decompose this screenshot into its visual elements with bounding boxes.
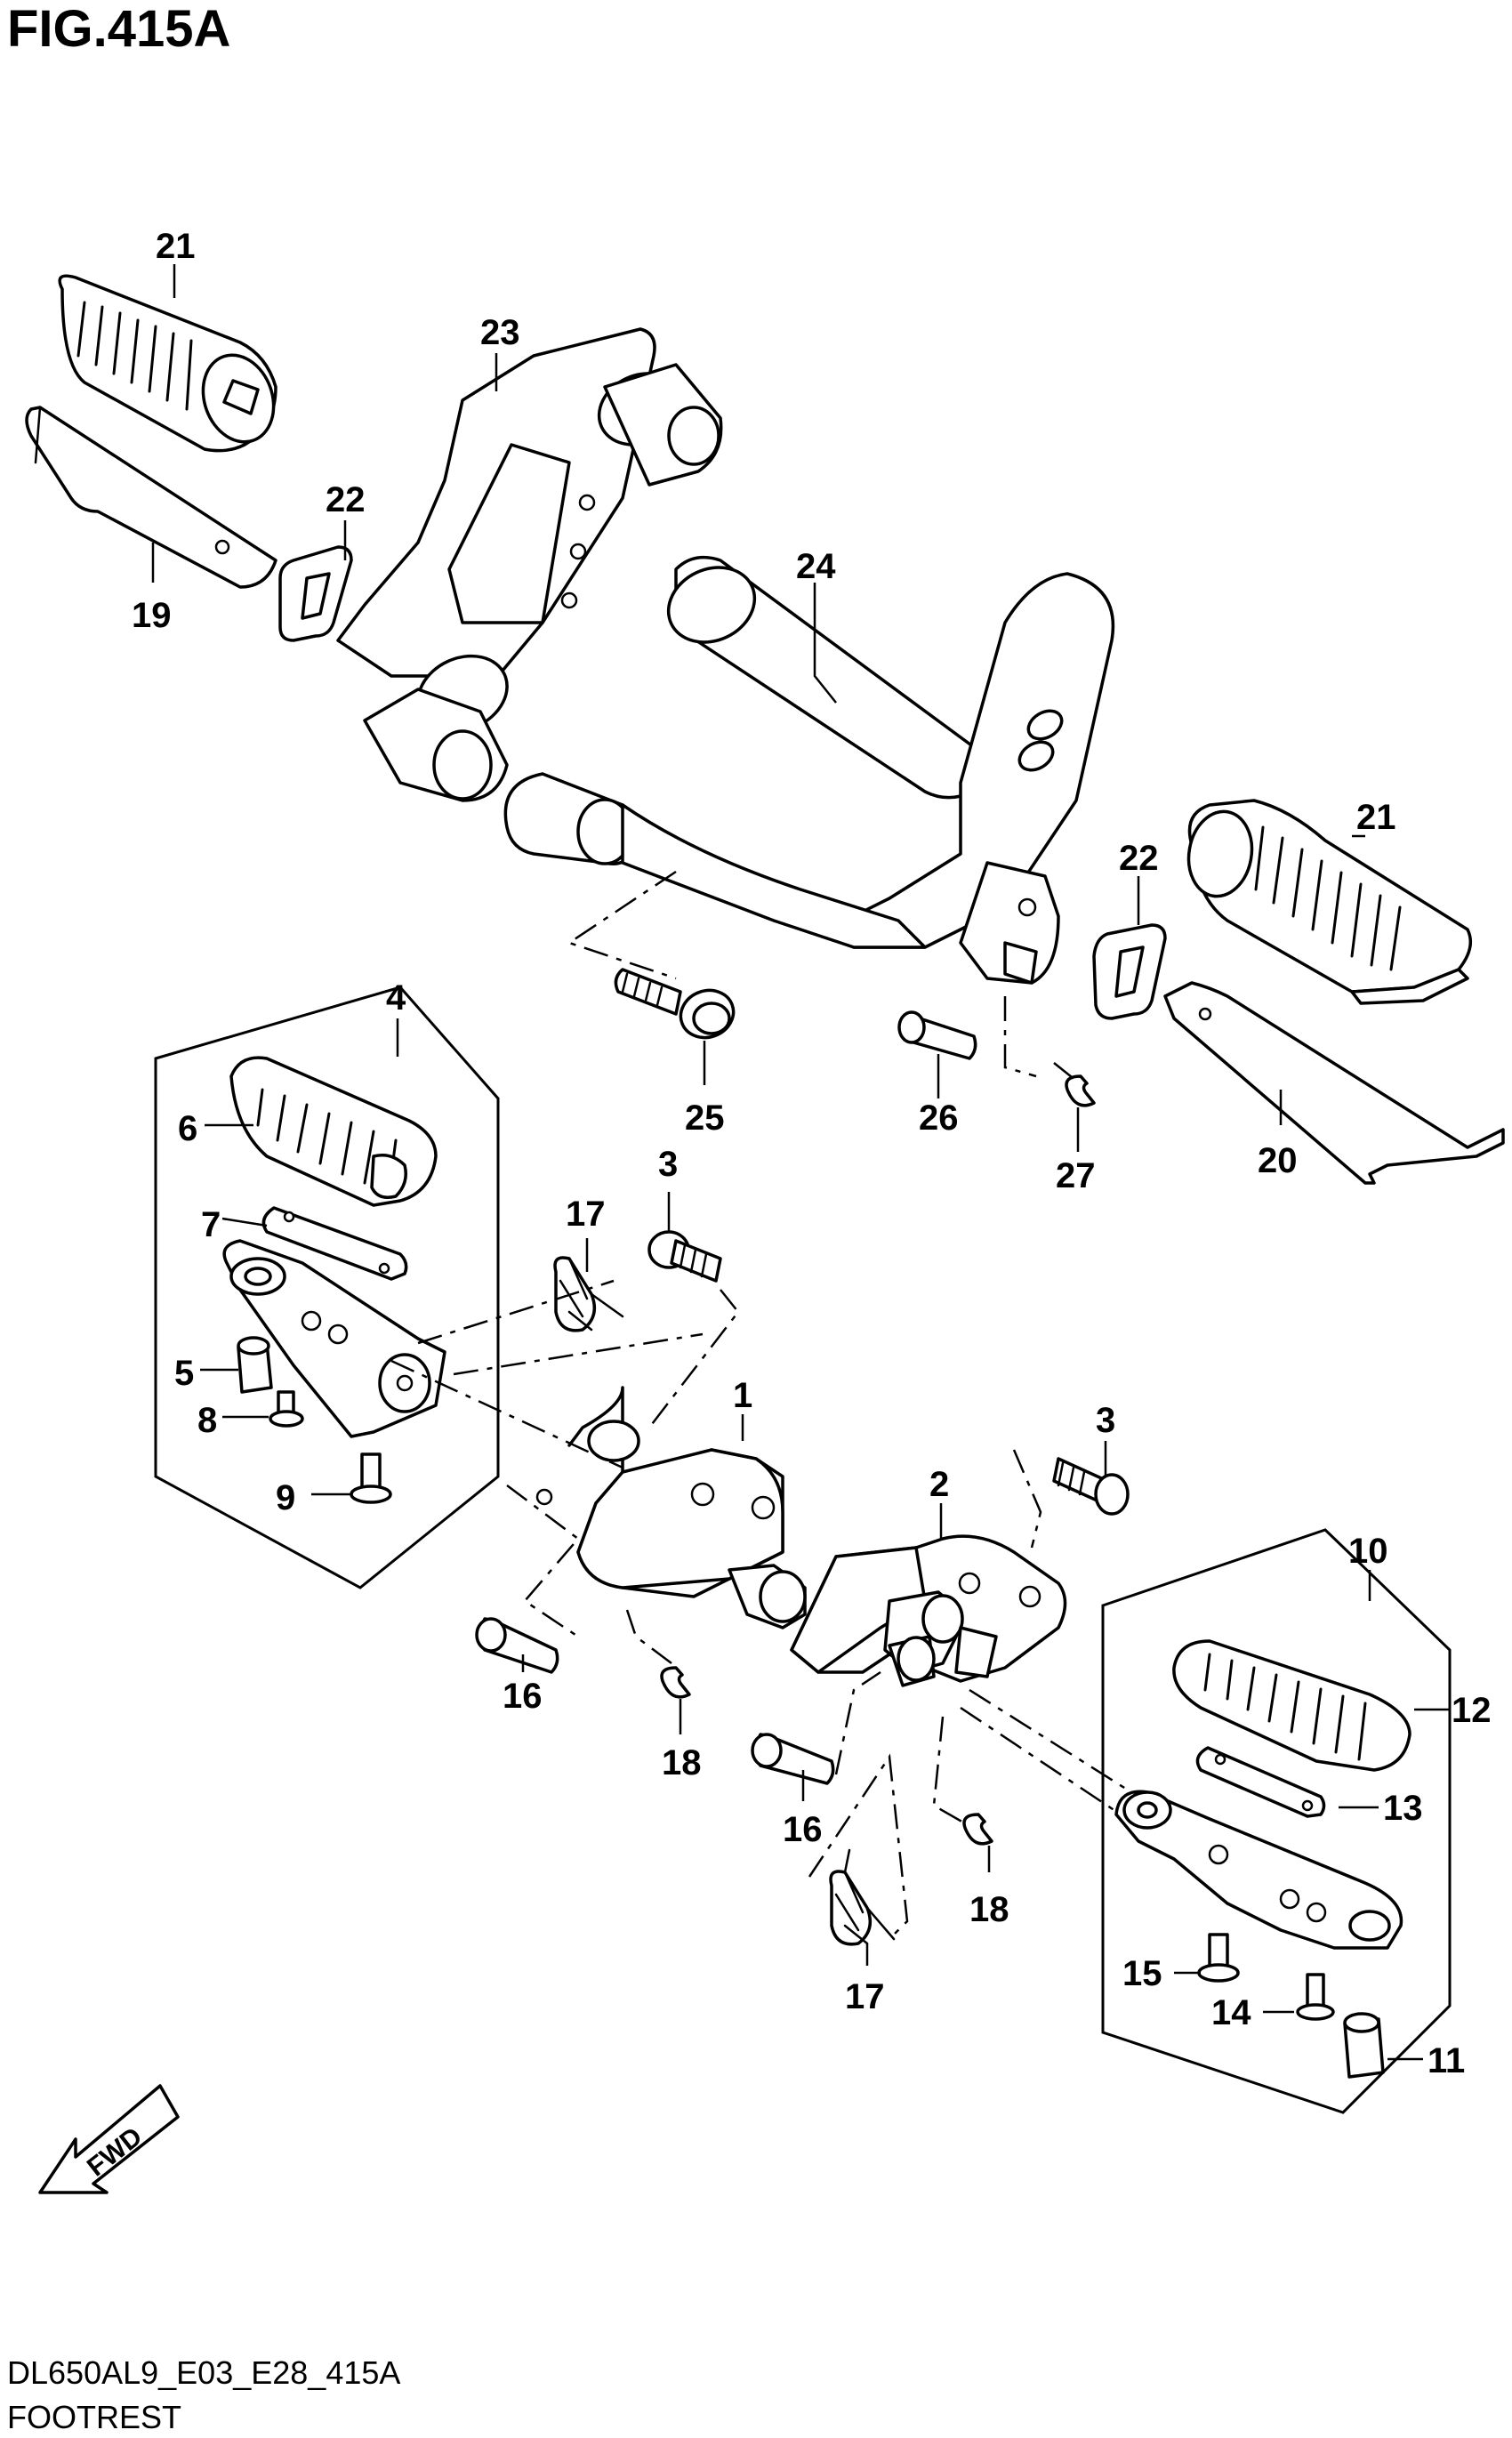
screw-15 — [1197, 1933, 1240, 1983]
callout-20: 20 — [1258, 1141, 1298, 1180]
section-name: FOOTREST — [7, 2399, 181, 2435]
group-box-4 — [154, 986, 500, 1589]
group-box-10 — [1101, 1528, 1452, 2114]
pillion-footrest-rubber-right — [1186, 799, 1473, 1005]
model-code: DL650AL9_E03_E28_415A — [7, 2354, 400, 2391]
callout-7: 7 — [201, 1205, 221, 1244]
nut-11 — [1343, 2012, 1385, 2079]
callout-10: 10 — [1348, 1532, 1388, 1571]
callout-16: 16 — [783, 1810, 823, 1849]
e-clip-27 — [1065, 1074, 1096, 1107]
callout-18: 18 — [969, 1890, 1009, 1929]
e-clip-18-lower — [962, 1813, 993, 1846]
callout-5: 5 — [174, 1354, 194, 1393]
assembly-line — [808, 1753, 909, 1940]
assembly-line — [506, 1485, 580, 1638]
screw-14 — [1296, 1973, 1335, 2021]
screw-9 — [350, 1452, 392, 1504]
pin-16-lower — [751, 1733, 835, 1785]
callout-3: 3 — [658, 1145, 678, 1184]
callout-15: 15 — [1122, 1954, 1162, 1993]
callout-17: 17 — [566, 1195, 606, 1234]
assembly-line — [417, 1279, 615, 1345]
callout-6: 6 — [178, 1109, 197, 1148]
callout-1: 1 — [733, 1376, 752, 1415]
callout-11: 11 — [1428, 2041, 1465, 2080]
assembly-line — [453, 1332, 704, 1376]
assembly-line — [932, 1716, 966, 1825]
footrest-rubber-right — [1172, 1639, 1411, 1772]
callout-23: 23 — [480, 313, 520, 352]
callout-27: 27 — [1056, 1156, 1096, 1195]
assembly-line — [648, 1289, 740, 1428]
callout-26: 26 — [919, 1098, 959, 1138]
bolt-3-lower — [1052, 1457, 1130, 1516]
assembly-line — [960, 1706, 1148, 1834]
callout-22: 22 — [1119, 839, 1159, 878]
forward-direction-arrow: FWD — [38, 2084, 180, 2194]
callout-19: 19 — [132, 596, 172, 635]
callout-3: 3 — [1096, 1401, 1115, 1440]
rubber-damper-upper — [278, 545, 353, 642]
rubber-damper-lower — [1092, 923, 1167, 1020]
callout-25: 25 — [685, 1098, 725, 1138]
callout-leaders — [151, 264, 1450, 2061]
pillion-footrest-rubber-left — [58, 274, 277, 453]
callout-13: 13 — [1383, 1789, 1423, 1828]
footrest-rubber-left — [229, 1056, 438, 1207]
callout-labels: 21 23 22 19 24 21 22 20 25 26 27 4 6 7 5… — [132, 227, 1492, 2080]
footrest-plate-13 — [1195, 1746, 1326, 1818]
pillion-footrest-bracket — [336, 327, 723, 802]
footrest-bracket-2 — [790, 1534, 1067, 1687]
assembly-line — [1003, 996, 1037, 1078]
callout-22: 22 — [326, 480, 366, 519]
callout-12: 12 — [1452, 1691, 1492, 1730]
footrest-bracket-left — [222, 1239, 446, 1438]
heel-guard-right — [1163, 981, 1505, 1185]
assembly-line — [1012, 1449, 1042, 1549]
pin-16-upper — [475, 1617, 559, 1674]
assembly-line — [834, 1670, 881, 1775]
pin-26 — [897, 1010, 977, 1060]
callout-21: 21 — [156, 227, 196, 266]
pillion-footrest-bracket-right — [503, 555, 1115, 985]
callout-2: 2 — [929, 1465, 949, 1504]
callout-18: 18 — [662, 1743, 702, 1782]
e-clip-18-upper — [660, 1666, 691, 1699]
bolt-25 — [614, 968, 736, 1040]
callout-9: 9 — [276, 1478, 295, 1517]
assembly-line — [969, 1688, 1139, 1798]
callout-24: 24 — [796, 547, 836, 586]
footrest-plate-7 — [261, 1206, 408, 1281]
assembly-line — [567, 870, 677, 980]
heel-guard-left — [25, 406, 277, 589]
callout-16: 16 — [503, 1677, 543, 1716]
callout-17: 17 — [845, 1977, 885, 2016]
callout-14: 14 — [1211, 1993, 1251, 2032]
assembly-line — [1053, 1062, 1077, 1082]
assembly-line — [390, 1359, 623, 1469]
footrest-bracket-right — [1114, 1790, 1403, 1950]
spring-17-lower — [829, 1848, 896, 1946]
figure-title: FIG.415A — [7, 0, 230, 58]
spring-17-upper — [553, 1256, 624, 1332]
callout-21: 21 — [1356, 798, 1396, 837]
callout-4: 4 — [386, 978, 406, 1018]
footrest-bracket-1 — [535, 1386, 807, 1629]
screw-8 — [269, 1390, 304, 1428]
callout-8: 8 — [197, 1401, 217, 1440]
nut-5 — [237, 1336, 273, 1394]
bolt-3-upper — [647, 1230, 722, 1283]
assembly-line — [625, 1609, 672, 1664]
